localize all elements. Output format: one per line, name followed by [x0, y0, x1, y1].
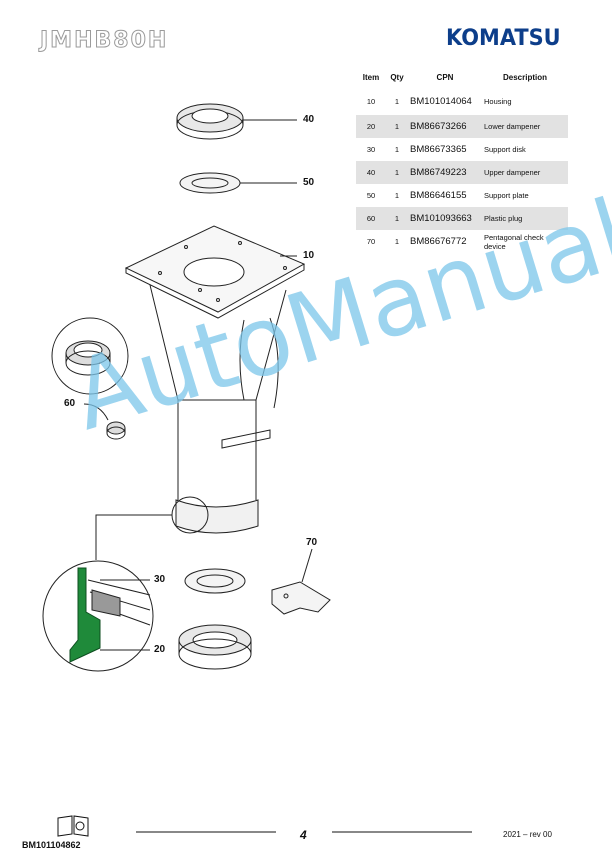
- callout-70: 70: [306, 537, 318, 548]
- row-description: Support disk: [484, 145, 526, 154]
- housing-drawing: [124, 225, 306, 534]
- table-row: 70 1 BM86676772 Pentagonal check device: [356, 230, 568, 253]
- row-description: Housing: [484, 97, 512, 106]
- model-name: JMHB80H: [39, 28, 169, 54]
- lower-dampener-drawing: [178, 624, 252, 670]
- row-description: Upper dampener: [482, 161, 568, 184]
- revision-date: 2021 – rev 00: [503, 830, 552, 839]
- support-disk-drawing: [184, 568, 246, 594]
- header-cpn: CPN: [436, 72, 454, 82]
- row-qty: 1: [394, 191, 400, 200]
- plastic-plug-drawing: [106, 421, 126, 440]
- header-description: Description: [502, 72, 547, 82]
- row-item: 20: [356, 115, 386, 138]
- callout-40: 40: [303, 114, 315, 125]
- row-description: Lower dampener: [482, 115, 568, 138]
- header-qty: Qty: [390, 72, 404, 82]
- row-cpn: BM86673365: [410, 144, 467, 155]
- row-description: Support plate: [484, 191, 529, 200]
- row-qty: 1: [394, 237, 400, 246]
- row-cpn: BM86646155: [410, 190, 467, 201]
- callout-50: 50: [303, 177, 315, 188]
- row-item: 70: [366, 237, 376, 246]
- brand-logo: KOMATSU: [446, 26, 561, 51]
- callout-10: 10: [303, 250, 315, 261]
- seal-detail-circle: [51, 317, 129, 395]
- row-qty: 1: [394, 145, 400, 154]
- magnified-detail: [42, 560, 154, 672]
- callout-30: 30: [154, 574, 166, 585]
- row-qty: 1: [386, 161, 408, 184]
- parts-table: Item Qty CPN Description 10 1 BM10101406…: [356, 66, 568, 253]
- row-cpn: BM101014064: [410, 96, 472, 107]
- page-number: 4: [300, 828, 307, 842]
- table-row: 10 1 BM101014064 Housing: [356, 88, 568, 115]
- table-row: 20 1 BM86673266 Lower dampener: [356, 115, 568, 138]
- upper-dampener-drawing: [176, 103, 244, 140]
- document-number: BM101104862: [22, 840, 81, 850]
- pentagonal-check-device-drawing: [271, 581, 331, 615]
- row-cpn: BM86673266: [408, 115, 482, 138]
- row-cpn: BM86676772: [410, 236, 467, 247]
- row-cpn: BM101093663: [408, 207, 482, 230]
- row-item: 50: [366, 191, 376, 200]
- row-qty: 1: [386, 115, 408, 138]
- manual-book-icon: [57, 815, 89, 837]
- row-item: 60: [356, 207, 386, 230]
- table-row: 30 1 BM86673365 Support disk: [356, 138, 568, 161]
- row-item: 30: [366, 145, 376, 154]
- row-description: Pentagonal check device: [484, 232, 544, 251]
- table-row: 40 1 BM86749223 Upper dampener: [356, 161, 568, 184]
- table-header-row: Item Qty CPN Description: [356, 66, 568, 88]
- table-row: 60 1 BM101093663 Plastic plug: [356, 207, 568, 230]
- row-description: Plastic plug: [482, 207, 568, 230]
- row-item: 40: [356, 161, 386, 184]
- row-qty: 1: [386, 207, 408, 230]
- row-item: 10: [366, 97, 376, 106]
- table-row: 50 1 BM86646155 Support plate: [356, 184, 568, 207]
- callout-60: 60: [64, 398, 76, 409]
- row-qty: 1: [394, 97, 400, 106]
- row-cpn: BM86749223: [408, 161, 482, 184]
- callout-20: 20: [154, 644, 166, 655]
- header-item: Item: [362, 72, 380, 82]
